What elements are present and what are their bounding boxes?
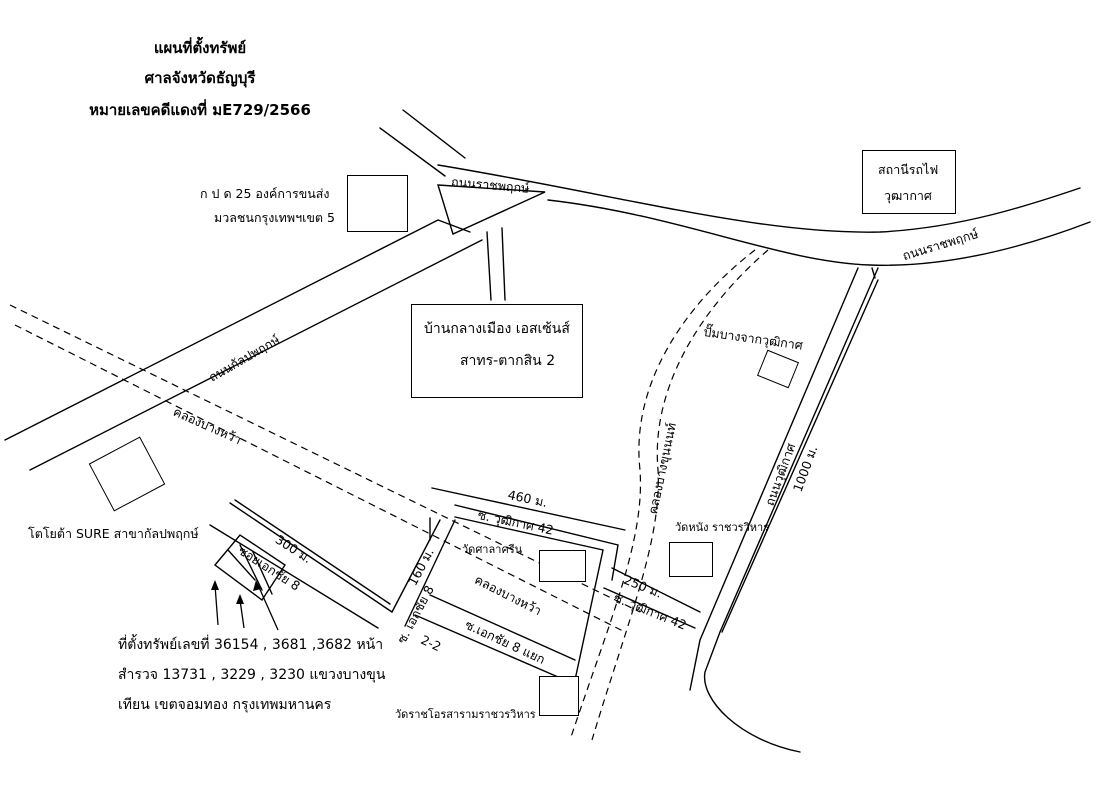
canal-bang-wa-south [14,324,626,633]
bus-depot-label-2: มวลชนกรุงเทพฯเขต 5 [214,210,335,225]
soi-ekkachai8-connector-east [404,519,456,627]
project-access-road-right [501,227,506,301]
station-box [862,150,956,214]
station-label-2: วุฒากาศ [884,188,932,203]
property-label-line-1: ที่ตั้งทรัพย์เลขที่ 36154 , 3681 ,3682 ห… [118,637,384,653]
road-ratchaphruek-north-edge [437,164,1081,233]
soi-ekkachai8-dim-line [234,499,391,605]
property-label-line-2: สำรวจ 13731 , 3229 , 3230 แขวงบางขุน [118,667,386,683]
wat-ratcho-box [539,676,579,716]
project-label-1: บ้านกลางเมือง เอสเซ้นส์ [424,321,570,337]
bus-depot-label-1: ก ป ด 25 องค์การขนส่ง [200,186,330,201]
wat-salakrin-box [539,550,586,582]
ratchaphruek-right-arrow [871,267,876,279]
road-ratchaphruek-branch-right [402,109,466,159]
soi-wutthakat42-b-upper [611,567,701,613]
canal-bang-khun-non-east [591,249,769,741]
soi-ekkachai8-yaek-lower [414,614,566,681]
road-kanlapaphruek-south-edge [29,239,483,471]
wutthakat-dim-line [721,279,879,633]
soi-ekkachai8-yaek-upper [429,594,576,661]
project-access-road-left [486,231,492,301]
property-label-line-3: เทียน เขตจอมทอง กรุงเทพมหานคร [118,697,332,713]
property-lots-outline [213,534,286,602]
title-line-3: หมายเลขคดีแดงที่ มE729/2566 [89,101,311,119]
title-line-1: แผนที่ตั้งทรัพย์ [153,39,247,57]
property-lot-divider-1 [227,549,256,581]
canal-bang-khun-non-west [569,249,756,741]
soi-wutthakat42-lower-edge [454,516,604,681]
road-wutthakat-east-edge [703,267,879,753]
road-ratchaphruek-south-edge [547,199,1091,266]
soi-ekkachai8-lower-edge [209,524,379,629]
wat-salakrin-label: วัดศาลาครีน [462,543,523,556]
canal-bang-wa-north [9,304,641,613]
toyota-label: โตโยต้า SURE สาขากัลปพฤกษ์ [28,526,199,541]
wat-nang-label: วัดหนัง ราชวรวิหาร [675,521,770,534]
road-kanlapaphruek-north-edge [4,219,471,441]
soi-ekkachai8-connector-west [391,519,441,613]
project-box [411,304,583,398]
station-label-1: สถานีรถไฟ [878,162,939,177]
triangle-island [437,184,546,235]
road-wutthakat-west-edge [689,267,859,691]
soi-ekkachai8-upper-edge [229,502,393,613]
wat-nang-box [669,542,713,577]
soi-wutthakat42-dim-line [431,487,626,531]
project-label-2: สาทร-ตากสิน 2 [460,353,556,369]
wat-ratcho-label: วัดราชโอรสารามราชวรวิหาร [395,708,536,721]
title-line-2: ศาลจังหวัดธัญบุรี [144,69,256,87]
road-ratchaphruek-branch-left [379,127,446,177]
bus-depot-box [347,175,408,232]
